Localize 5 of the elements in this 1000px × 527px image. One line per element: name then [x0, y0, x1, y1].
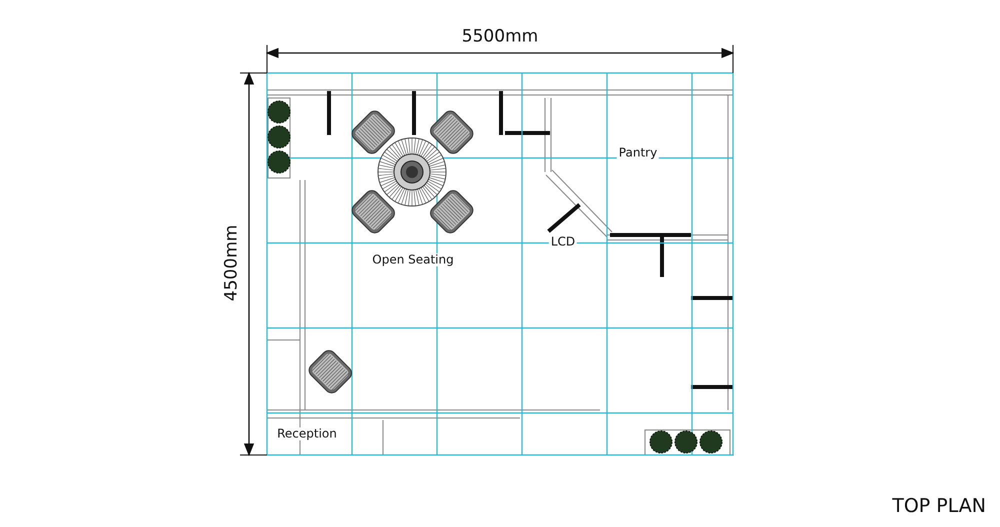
plan-caption: TOP PLAN: [892, 495, 986, 517]
room-label: Open Seating: [370, 253, 456, 267]
room-label: Pantry: [616, 146, 660, 160]
room-label: Reception: [275, 427, 339, 441]
room-label: LCD: [548, 235, 578, 249]
